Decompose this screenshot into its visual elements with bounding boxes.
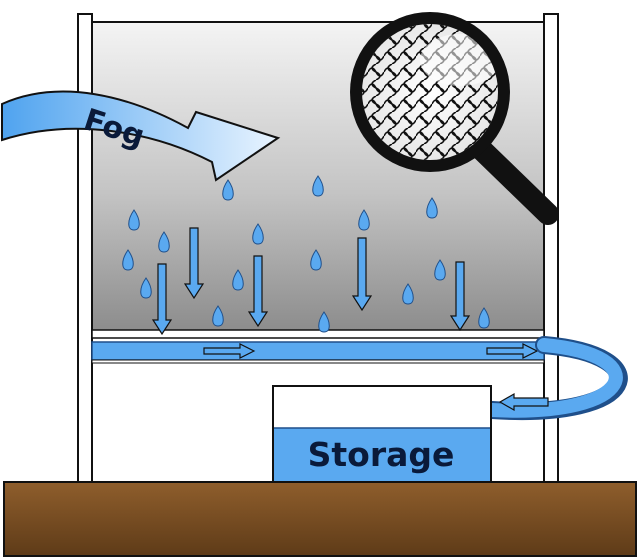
drip-arrow [351, 237, 373, 312]
gutter-flow-arrow [486, 343, 539, 359]
drip-arrows [151, 227, 471, 336]
drip-arrow [449, 261, 471, 332]
outflow-curve [485, 338, 623, 418]
water-droplet [128, 209, 140, 231]
magnifying-glass-icon [350, 12, 559, 225]
mesh-pattern-icon [362, 24, 498, 160]
water-droplet [434, 259, 446, 281]
water-droplet [310, 249, 322, 271]
drip-arrow [247, 255, 269, 328]
water-droplet [312, 175, 324, 197]
drip-arrow [151, 263, 173, 336]
water-droplet [122, 249, 134, 271]
water-droplet [212, 305, 224, 327]
storage-water [274, 428, 490, 481]
water-droplet [318, 311, 330, 333]
water-droplet [252, 223, 264, 245]
mesh-bottom-rail [91, 329, 545, 339]
water-droplet [232, 269, 244, 291]
water-droplet [222, 179, 234, 201]
water-droplet [426, 197, 438, 219]
gutter-base [91, 359, 545, 364]
storage-label: Storage [308, 435, 455, 474]
left-post [77, 13, 93, 485]
water-droplet [402, 283, 414, 305]
water-droplet [140, 277, 152, 299]
water-droplet [478, 307, 490, 329]
water-droplet [358, 209, 370, 231]
collection-gutter [91, 341, 545, 361]
water-droplet [158, 231, 170, 253]
gutter-flow-arrow [203, 343, 256, 359]
ground [3, 481, 637, 557]
water-droplets [122, 175, 490, 333]
drip-arrow [183, 227, 205, 300]
outflow-arrow [498, 392, 549, 412]
